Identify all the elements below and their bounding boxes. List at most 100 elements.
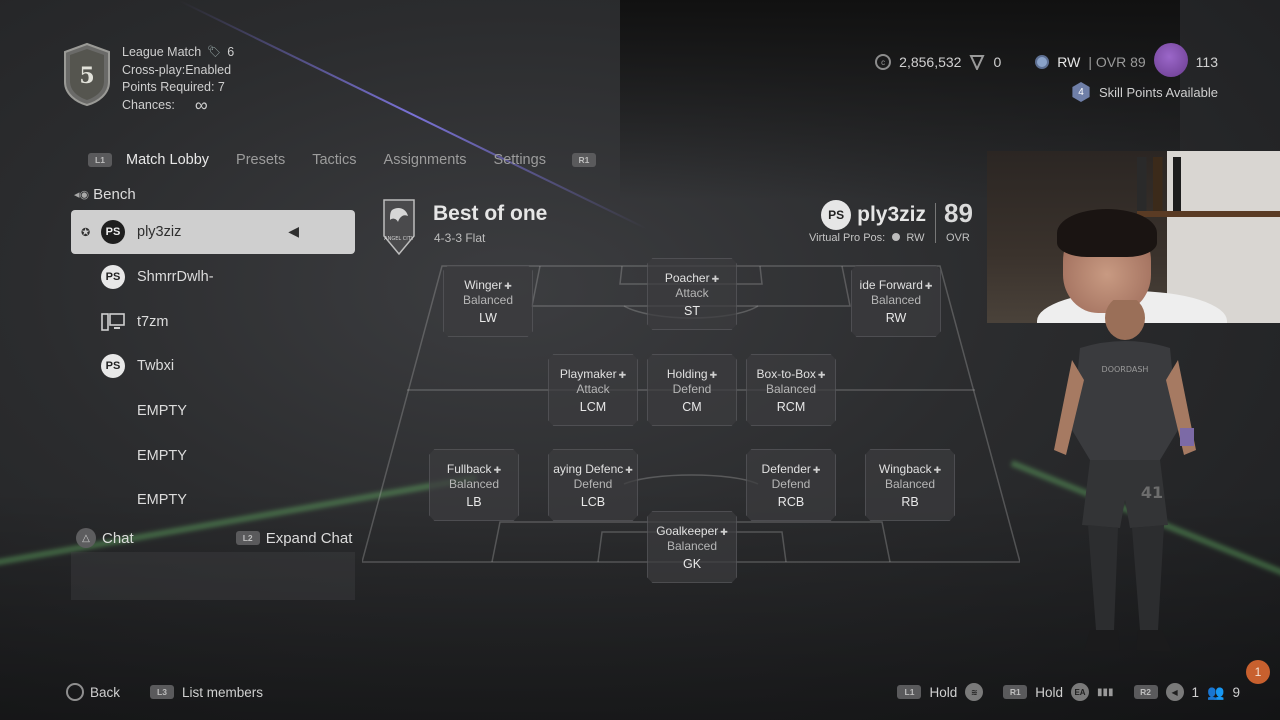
l3-button-hint: L3 (150, 685, 175, 699)
chances-label: Chances: (122, 97, 175, 112)
tab-assignments[interactable]: Assignments (383, 152, 467, 168)
tab-tactics[interactable]: Tactics (312, 152, 357, 168)
position-label: LCM (579, 399, 607, 414)
focus-label: Defend (771, 476, 811, 491)
playstation-icon: PS (101, 220, 125, 244)
list-members-button[interactable]: List members (182, 684, 264, 700)
avatar[interactable] (1153, 43, 1188, 77)
virtual-pro-pos: Virtual Pro Pos: RW (809, 232, 925, 244)
position-label: RCM (776, 399, 806, 414)
bench-member-row[interactable]: ✪ PS ply3ziz ◀ (71, 210, 355, 254)
empty-label: EMPTY (137, 448, 187, 464)
speaker-icon[interactable]: ◀ (288, 223, 299, 239)
member-name: t7zm (137, 314, 169, 330)
role-label: Goalkeeper✚ (656, 523, 728, 538)
virtual-pro-ovr-label: OVR (946, 232, 970, 244)
role-label: ide Forward✚ (859, 277, 933, 292)
kit-number: 41 (1141, 483, 1163, 502)
member-name: ply3ziz (137, 224, 182, 240)
circle-button-icon (66, 683, 84, 701)
bench-header[interactable]: ◂◉ Bench (74, 186, 136, 203)
chat-button[interactable]: Chat (102, 529, 134, 547)
infinity-icon: ∞ (194, 95, 208, 116)
bench-member-row[interactable]: PS ShmrrDwlh- (71, 255, 355, 299)
playstation-icon: PS (101, 354, 125, 378)
hold-spotify-label[interactable]: Hold (929, 684, 958, 700)
friends-count: 9 (1232, 684, 1240, 700)
focus-label: Attack (675, 285, 709, 300)
role-label: Holding✚ (666, 366, 718, 381)
virtual-pro-name: ply3ziz (857, 203, 926, 226)
skill-points-label: Skill Points Available (1099, 84, 1218, 100)
skill-points[interactable]: 4 Skill Points Available (1071, 82, 1218, 102)
profile-position: RW (1057, 54, 1081, 70)
left-stick-icon: ◂◉ (74, 189, 90, 201)
focus-label: Balanced (448, 476, 500, 491)
friends-icon[interactable]: 👥 (1207, 683, 1225, 700)
focus-label: Defend (672, 381, 712, 396)
party-count: 1 (1191, 684, 1200, 700)
svg-text:ANGEL CITY: ANGEL CITY (384, 236, 415, 242)
bench-member-row[interactable]: PS Twbxi (71, 344, 355, 388)
bench-empty-slot[interactable]: EMPTY (71, 434, 355, 478)
divider (935, 203, 936, 243)
role-label: aying Defenc✚ (553, 461, 633, 476)
tab-settings[interactable]: Settings (493, 152, 546, 168)
crossplay-status: Cross-play:Enabled (122, 62, 232, 77)
role-label: Box-to-Box✚ (756, 366, 826, 381)
member-name: Twbxi (137, 358, 175, 374)
role-label: Wingback✚ (878, 461, 942, 476)
tab-match-lobby[interactable]: Match Lobby (126, 152, 210, 168)
focus-label: Balanced (765, 381, 817, 396)
plus-icon: ✚ (709, 369, 718, 380)
bottom-left-hints: Back L3 List members (66, 683, 263, 701)
bottom-right-hints: L1 Hold ≋ R1 Hold EA ▮▮▮ R2 ◀ 1 👥 9 (897, 683, 1240, 701)
tab-presets[interactable]: Presets (236, 152, 286, 168)
bench-empty-slot[interactable]: EMPTY (71, 389, 355, 433)
currency-bar: c 2,856,532 0 RW | OVR 89 113 (875, 43, 1218, 77)
notification-badge[interactable]: 1 (1246, 660, 1270, 684)
virtual-pro-ovr: 89 (944, 198, 973, 228)
coin-icon: c (875, 54, 892, 70)
focus-label: Attack (576, 381, 610, 396)
l2-button-hint: L2 (235, 531, 260, 545)
plus-icon: ✚ (812, 464, 821, 475)
empty-label: EMPTY (137, 492, 187, 508)
profile-ovr: | OVR 89 (1088, 54, 1146, 70)
expand-chat-button[interactable]: Expand Chat (265, 529, 353, 547)
badge-number: 5 (79, 63, 94, 89)
bench-empty-slot[interactable]: EMPTY (71, 478, 355, 522)
position-label: RCB (777, 494, 805, 509)
l1-button-hint: L1 (897, 685, 922, 699)
hold-ea-label[interactable]: Hold (1035, 684, 1064, 700)
bench-member-row[interactable]: t7zm (71, 300, 355, 344)
focus-label: Balanced (870, 292, 922, 307)
club-crest-icon: ANGEL CITY (383, 199, 415, 256)
position-label: LW (479, 310, 497, 325)
plus-icon: ✚ (625, 464, 633, 475)
plus-icon: ✚ (711, 273, 720, 284)
chat-bar: △ Chat L2 Expand Chat (76, 528, 352, 548)
role-label: Poacher✚ (664, 270, 720, 285)
position-label: GK (682, 556, 702, 571)
position-label: RW (885, 310, 907, 325)
plus-icon: ✚ (504, 280, 512, 291)
bench-title: Bench (93, 186, 136, 203)
points-required: Points Required: 7 (122, 80, 225, 94)
back-button[interactable]: Back (90, 684, 121, 700)
triangle-button-icon: △ (76, 528, 96, 548)
chat-panel[interactable] (71, 552, 355, 600)
r1-button-hint: R1 (571, 153, 596, 167)
position-label: ST (684, 303, 700, 318)
